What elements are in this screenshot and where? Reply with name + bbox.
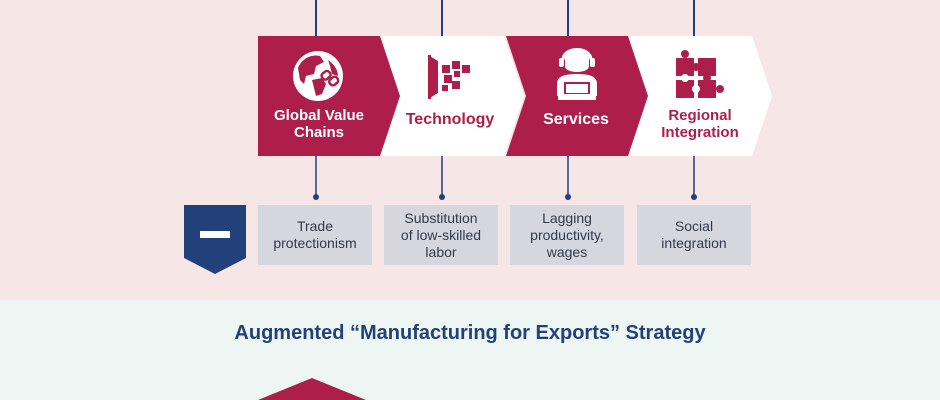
risk-label-gvc: Trade protectionism	[273, 218, 357, 251]
chevron-label-technology: Technology	[405, 110, 495, 128]
connector-dot-regional	[691, 194, 697, 200]
digital-door-icon	[428, 55, 470, 99]
connector-lines	[313, 0, 697, 200]
strategy-title: Augmented “Manufacturing for Exports” St…	[234, 322, 706, 344]
chevron-technology	[380, 36, 524, 156]
risk-box-services	[510, 205, 624, 265]
minus-badge	[184, 205, 246, 274]
connector-dot-services	[565, 194, 571, 200]
plus-badge	[258, 378, 366, 400]
connector-dot-technology	[439, 194, 445, 200]
connector-dot-gvc	[313, 194, 319, 200]
risk-label-services: Lagging productivity, wages	[530, 209, 604, 260]
chevron-label-gvc: Global Value Chains	[273, 107, 365, 141]
globe-chain-icon	[293, 51, 343, 101]
risk-box-technology	[384, 205, 498, 265]
risk-box-regional	[637, 205, 751, 265]
risk-box-gvc	[258, 205, 372, 265]
strategy-section-background	[0, 300, 940, 400]
minus-icon	[200, 231, 230, 238]
puzzle-icon	[676, 50, 724, 98]
chevron-label-regional: Regional Integration	[661, 107, 739, 141]
chevron-label-services: Services	[543, 110, 609, 128]
risk-label-technology: Substitution of low-skilled labor	[400, 209, 482, 260]
risk-boxes	[258, 205, 751, 265]
risk-label-regional: Social integration	[661, 218, 727, 251]
worker-laptop-icon	[557, 48, 597, 100]
